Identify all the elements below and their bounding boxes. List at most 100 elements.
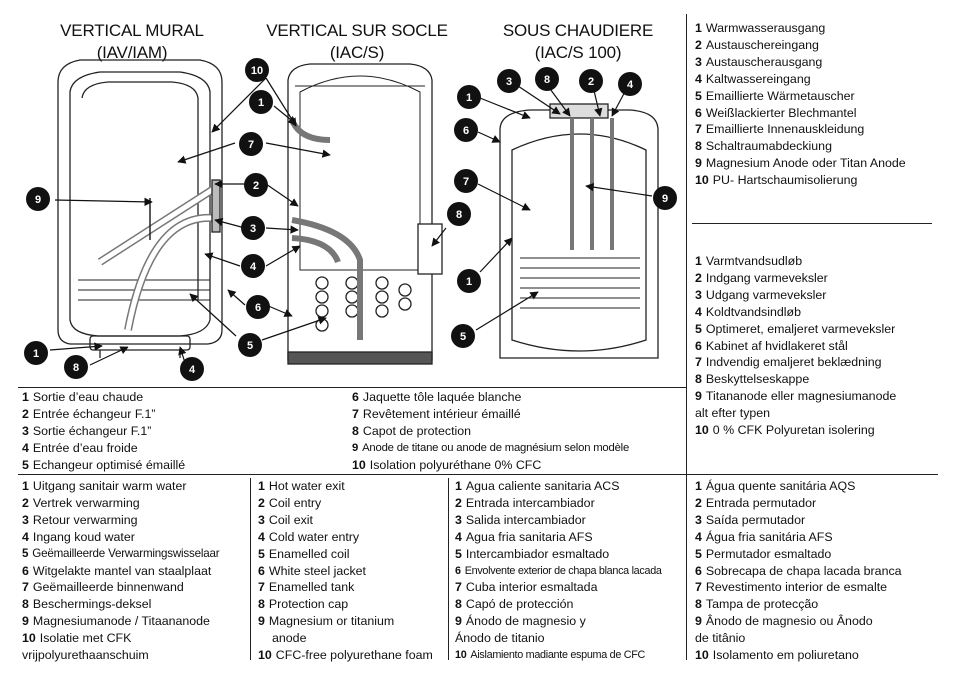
legend-item: Ánodo de titanio [455, 631, 545, 646]
title-line: VERTICAL MURAL [60, 21, 204, 40]
divider-right-1 [692, 223, 932, 224]
callout-badge: 8 [447, 202, 471, 226]
title-line: (IAV/IAM) [96, 43, 168, 62]
callout-number: 9 [35, 194, 41, 206]
callout-badge: 4 [241, 254, 265, 278]
callout-badge: 4 [618, 72, 642, 96]
callout-badge: 3 [241, 216, 265, 240]
callout-number: 10 [251, 65, 263, 77]
callout-number: 8 [544, 74, 550, 86]
callout-number: 4 [250, 261, 257, 273]
callout-badge: 5 [238, 333, 262, 357]
chaudiere-tank-drawing [499, 103, 659, 359]
callout-badge: 8 [64, 355, 88, 379]
callout-badge: 7 [454, 169, 478, 193]
callout-badge: 1 [24, 341, 48, 365]
leader-lines [49, 77, 653, 367]
callout-badge: 2 [579, 69, 603, 93]
callout-number: 7 [463, 176, 469, 188]
callout-number: 1 [466, 92, 472, 104]
callout-badge: 8 [535, 67, 559, 91]
divider-col-2 [448, 478, 449, 660]
callout-number: 8 [456, 209, 462, 221]
callout-number: 5 [247, 340, 253, 352]
legend-item: de titânio [695, 631, 746, 646]
callout-number: 6 [255, 302, 261, 314]
callout-number: 8 [73, 362, 79, 374]
boiler-illustrations [49, 59, 659, 367]
divider-vertical-right [686, 14, 687, 660]
title-line: (IAC/S) [329, 43, 385, 62]
callout-number: 5 [460, 331, 466, 343]
divider-bottom [18, 474, 938, 475]
callout-badge: 1 [457, 85, 481, 109]
callout-number: 3 [506, 76, 512, 88]
callout-number: 1 [466, 276, 472, 288]
title-vertical-socle: VERTICAL SUR SOCLE (IAC/S) [262, 20, 452, 64]
callout-badge: 7 [239, 132, 263, 156]
socle-tank-drawing [287, 63, 443, 365]
callout-badge: 6 [246, 295, 270, 319]
title-line: (IAC/S 100) [534, 43, 622, 62]
callout-badge: 1 [249, 90, 273, 114]
title-line: VERTICAL SUR SOCLE [266, 21, 448, 40]
callout-number: 7 [248, 139, 254, 151]
